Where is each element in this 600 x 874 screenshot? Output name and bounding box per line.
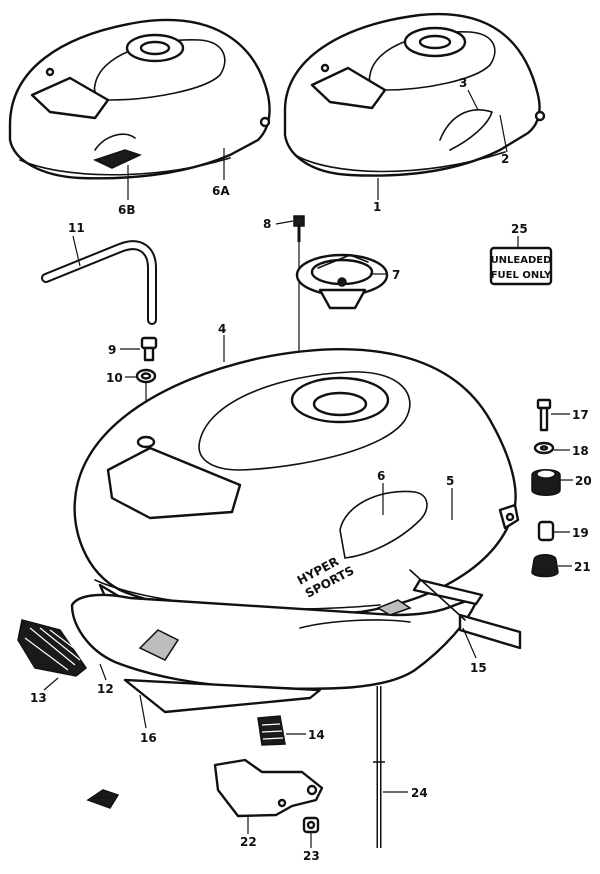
callout-8: 8 [263, 217, 271, 231]
decal-line2: FUEL ONLY [491, 270, 552, 281]
callout-25: 25 [511, 222, 528, 236]
callout-23: 23 [303, 849, 320, 863]
tray-12 [70, 593, 480, 691]
damper-21 [531, 554, 559, 578]
callout-6a: 6A [212, 184, 230, 198]
front-direction-arrow-icon [86, 789, 120, 809]
callout-6b: 6B [118, 203, 136, 217]
tank-cover-1 [283, 12, 546, 177]
callout-13: 13 [30, 691, 47, 705]
breather-hose-11 [41, 240, 157, 325]
callout-18: 18 [572, 444, 589, 458]
callout-22: 22 [240, 835, 257, 849]
collar-19 [537, 520, 555, 542]
vent-mesh-icon [138, 599, 412, 661]
bolt-23 [302, 816, 320, 834]
callout-15: 15 [470, 661, 487, 675]
callout-11: 11 [68, 221, 85, 235]
callout-10: 10 [106, 371, 123, 385]
decal-line1: UNLEADED [491, 255, 552, 266]
bolt-8 [293, 215, 305, 242]
callout-19: 19 [572, 526, 589, 540]
callout-1: 1 [373, 200, 381, 214]
fuel-cap-7 [295, 253, 389, 310]
callout-24: 24 [411, 786, 428, 800]
callout-6: 6 [377, 469, 385, 483]
callout-4: 4 [218, 322, 226, 336]
fuel-tank-4: HYPER SPORTS [73, 348, 520, 618]
callout-16: 16 [140, 731, 157, 745]
rod-24 [373, 686, 385, 848]
tank-cover-6a [8, 18, 271, 180]
unleaded-fuel-decal-25: UNLEADED FUEL ONLY [489, 246, 553, 286]
callout-17: 17 [572, 408, 589, 422]
rubber-block-14 [257, 715, 286, 746]
callout-3: 3 [459, 76, 467, 90]
breather-cap-9 [140, 336, 158, 362]
grommet-20 [531, 469, 561, 496]
bracket-22 [213, 758, 324, 818]
callout-5: 5 [446, 474, 454, 488]
callout-14: 14 [308, 728, 325, 742]
leader-lines [43, 89, 573, 848]
callout-7: 7 [392, 268, 400, 282]
callout-20: 20 [575, 474, 592, 488]
callout-2: 2 [501, 152, 509, 166]
callout-9: 9 [108, 343, 116, 357]
bolt-17 [536, 398, 552, 432]
rubber-pad-13 [17, 619, 88, 677]
washer-18 [533, 441, 555, 455]
strip-16 [123, 678, 322, 714]
bracket-15 [409, 569, 522, 650]
washer-10 [135, 368, 157, 384]
callout-21: 21 [574, 560, 591, 574]
callout-labels: 1 2 3 4 5 6 6A 6B 7 8 9 10 11 12 13 14 1… [30, 76, 592, 863]
callout-12: 12 [97, 682, 114, 696]
